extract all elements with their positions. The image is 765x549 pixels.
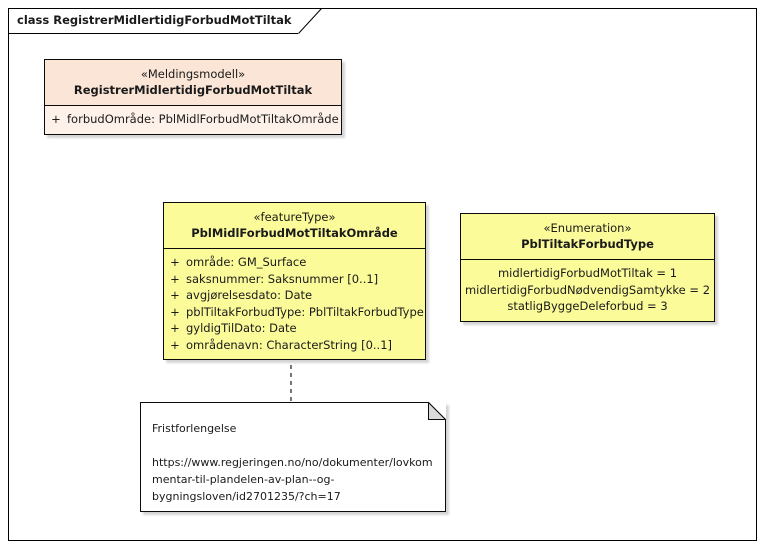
class-header: «featureType» PblMidlForbudMotTiltakOmrå… [164, 203, 425, 248]
attribute-text: område: GM_Surface [186, 255, 307, 269]
attribute-row: + avgjørelsesdato: Date [164, 287, 425, 304]
class-attributes: + forbudOmråde: PblMidlForbudMotTiltakOm… [45, 106, 341, 134]
diagram-title-tab: class RegistrerMidlertidigForbudMotTilta… [8, 8, 298, 34]
frame-top-border [322, 8, 757, 9]
note-anchor-connector [290, 365, 292, 405]
attribute-visibility: + [170, 337, 180, 352]
attribute-text: avgjørelsesdato: Date [186, 288, 313, 302]
note-box-fristforlengelse[interactable]: Fristforlengelse https://www.regjeringen… [140, 402, 446, 512]
class-header: «Meldingsmodell» RegistrerMidlertidigFor… [45, 60, 341, 105]
attribute-row: + forbudOmråde: PblMidlForbudMotTiltakOm… [45, 111, 341, 128]
class-stereotype: «Meldingsmodell» [140, 67, 246, 81]
frame-tab-slant-icon [298, 8, 322, 34]
note-content: Fristforlengelse https://www.regjeringen… [140, 402, 446, 515]
note-url-line-3: bygningsloven/id2701235/?ch=17 [152, 490, 341, 503]
attribute-visibility: + [170, 271, 180, 286]
attribute-text: saksnummer: Saksnummer [0..1] [186, 271, 379, 286]
enumeration-name: PblTiltakForbudType [521, 237, 654, 251]
attribute-text: pblTiltakForbudType: PblTiltakForbudType [186, 304, 424, 319]
attribute-row: + område: GM_Surface [164, 254, 425, 271]
enumeration-literal: midlertidigForbudNødvendigSamtykke = 2 [464, 282, 711, 297]
note-shape [140, 402, 446, 512]
attribute-row: + områdenavn: CharacterString [0..1] [164, 337, 425, 354]
note-url-line-1: https://www.regjeringen.no/no/dokumenter… [152, 456, 433, 469]
class-divider [164, 248, 425, 249]
attribute-text: forbudOmråde: PblMidlForbudMotTiltakOmrå… [67, 112, 339, 126]
enumeration-header: «Enumeration» PblTiltakForbudType [461, 214, 714, 259]
attribute-visibility: + [170, 288, 180, 302]
attribute-row: + pblTiltakForbudType: PblTiltakForbudTy… [164, 304, 425, 321]
enumeration-stereotype: «Enumeration» [543, 221, 632, 235]
class-box-registrermidlertidigforbudmottiltak[interactable]: «Meldingsmodell» RegistrerMidlertidigFor… [44, 59, 342, 135]
class-name: PblMidlForbudMotTiltakOmråde [191, 226, 398, 240]
attribute-visibility: + [170, 304, 180, 319]
class-attributes: + område: GM_Surface + saksnummer: Saksn… [164, 249, 425, 359]
attribute-visibility: + [170, 255, 180, 269]
enumeration-literals: midlertidigForbudMotTiltak = 1 midlertid… [461, 260, 714, 321]
attribute-text: gyldigTilDato: Date [186, 321, 297, 335]
class-box-pblmidlforbudmottiltakomrade[interactable]: «featureType» PblMidlForbudMotTiltakOmrå… [163, 202, 426, 360]
attribute-row: + gyldigTilDato: Date [164, 320, 425, 337]
note-title: Fristforlengelse [152, 422, 237, 435]
note-url-line-2: mentar-til-plandelen-av-plan--og- [152, 473, 335, 486]
diagram-title-label: class RegistrerMidlertidigForbudMotTilta… [17, 13, 292, 28]
enumeration-divider [461, 259, 714, 260]
class-name: RegistrerMidlertidigForbudMotTiltak [73, 83, 313, 97]
class-divider [45, 105, 341, 106]
attribute-row: + saksnummer: Saksnummer [0..1] [164, 271, 425, 288]
enumeration-literal: midlertidigForbudMotTiltak = 1 [497, 266, 678, 280]
class-stereotype: «featureType» [253, 210, 336, 224]
attribute-visibility: + [51, 112, 61, 126]
class-box-pbltiltakforbudtype[interactable]: «Enumeration» PblTiltakForbudType midler… [460, 213, 715, 322]
enumeration-literal: statligByggeDeleforbud = 3 [507, 299, 668, 313]
attribute-visibility: + [170, 321, 180, 335]
attribute-text: områdenavn: CharacterString [0..1] [186, 337, 393, 352]
